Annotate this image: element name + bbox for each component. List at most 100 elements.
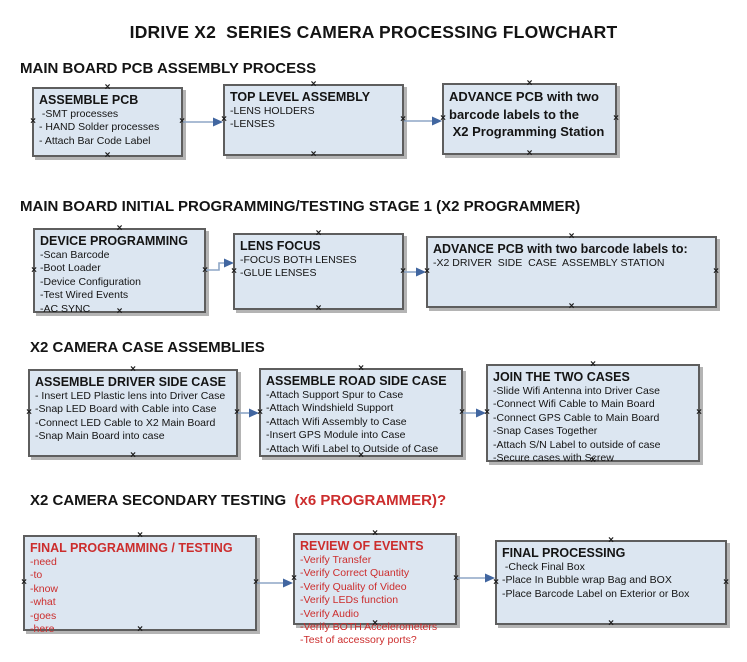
box-item: -know	[30, 582, 59, 595]
connector-x-icon: ×	[568, 301, 575, 312]
box-item: -Attach Windshield Support	[266, 402, 394, 415]
box-item: -AC SYNC	[40, 302, 91, 315]
box-item: -what	[30, 596, 56, 609]
box-item: -FOCUS BOTH LENSES	[240, 254, 357, 266]
box-item: -Verify LEDs function	[300, 594, 399, 607]
connector-x-icon: ×	[31, 264, 37, 276]
connector-x-icon: ×	[696, 407, 702, 418]
box-item: -Device Configuration	[40, 275, 141, 288]
box-item: -Test of accessory ports?	[300, 634, 417, 647]
box-title: ASSEMBLE PCB	[39, 93, 139, 107]
connector-arrow-icon	[238, 408, 259, 418]
connector-x-icon: ×	[526, 148, 533, 159]
box-title: ASSEMBLE DRIVER SIDE CASE	[35, 375, 227, 389]
connector-x-icon: ×	[26, 407, 32, 418]
section-heading-secondary-testing: X2 CAMERA SECONDARY TESTING (x6 PROGRAMM…	[30, 492, 446, 509]
box-item: -need	[30, 556, 57, 568]
flow-box-assemble-pcb: ASSEMBLE PCB -SMT processes - HAND Solde…	[30, 83, 185, 161]
box-item: -Place Barcode Label on Exterior or Box	[502, 587, 690, 600]
box-title: FINAL PROGRAMMING / TESTING	[30, 541, 233, 555]
flow-box-join-the-two-cases: JOIN THE TWO CASES -Slide Wifi Antenna i…	[484, 360, 702, 466]
box-item: -Verify Correct Quantity	[300, 567, 410, 580]
box-item: -Snap LED Board with Cable into Case	[35, 403, 217, 416]
box-title: LENS FOCUS	[240, 239, 321, 253]
connector-x-icon: ×	[723, 576, 729, 588]
box-item: -Place In Bubble wrap Bag and BOX	[502, 574, 672, 587]
box-title-line: X2 Programming Station	[449, 124, 605, 139]
box-item: -Check Final Box	[502, 561, 585, 573]
connector-x-icon: ×	[310, 149, 317, 160]
flow-box-advance-pcb-case-assembly: ADVANCE PCB with two barcode labels to: …	[424, 232, 719, 312]
flow-box-assemble-road-side-case: ASSEMBLE ROAD SIDE CASE -Attach Support …	[257, 364, 465, 461]
flow-box-assemble-driver-side-case: ASSEMBLE DRIVER SIDE CASE - Insert LED P…	[26, 365, 240, 461]
connector-x-icon: ×	[613, 113, 619, 124]
box-title-line: ADVANCE PCB with two	[449, 89, 599, 104]
box-item: -Verify Quality of Video	[300, 580, 407, 593]
connector-arrow-icon	[463, 408, 486, 418]
section-heading-black-part: X2 CAMERA SECONDARY TESTING	[30, 492, 287, 509]
flow-box-review-of-events: REVIEW OF EVENTS -Verify Transfer -Verif…	[291, 529, 459, 647]
box-item: -Connect GPS Cable to Main Board	[493, 411, 660, 424]
flow-box-final-programming-testing: FINAL PROGRAMMING / TESTING -need -to -k…	[21, 531, 259, 636]
box-title: REVIEW OF EVENTS	[300, 539, 424, 553]
box-title: ADVANCE PCB with two barcode labels to:	[433, 242, 688, 256]
box-title: TOP LEVEL ASSEMBLY	[230, 90, 371, 104]
box-item: -Test Wired Events	[40, 289, 129, 302]
box-item: -Attach Wifi Label to Outside of Case	[266, 442, 439, 455]
connector-arrow-icon	[257, 578, 293, 588]
box-item: -Verify Audio	[300, 607, 359, 620]
connector-arrow-icon	[404, 116, 442, 126]
box-item: -Boot Loader	[40, 262, 101, 275]
box-item: -SMT processes	[39, 108, 119, 120]
section-heading-initial-programming: MAIN BOARD INITIAL PROGRAMMING/TESTING S…	[20, 198, 581, 215]
connector-x-icon: ×	[713, 266, 719, 277]
connector-x-icon: ×	[30, 116, 36, 127]
section-heading-case-assemblies: X2 CAMERA CASE ASSEMBLIES	[30, 339, 265, 356]
box-title: JOIN THE TWO CASES	[493, 370, 630, 384]
box-item: -Attach Support Spur to Case	[266, 389, 404, 401]
box-item: -LENS HOLDERS	[230, 105, 315, 117]
box-item: -goes	[30, 609, 57, 622]
box-item: - Insert LED Plastic lens into Driver Ca…	[35, 390, 226, 402]
connector-x-icon: ×	[21, 577, 27, 588]
box-item: -Slide Wifi Antenna into Driver Case	[493, 385, 660, 397]
flow-box-device-programming: DEVICE PROGRAMMING -Scan Barcode -Boot L…	[31, 224, 208, 317]
box-item: -Attach S/N Label to outside of case	[493, 438, 661, 451]
box-title: ASSEMBLE ROAD SIDE CASE	[266, 374, 447, 388]
flow-box-final-processing: FINAL PROCESSING -Check Final Box -Place…	[493, 536, 729, 629]
section-heading-pcb-assembly: MAIN BOARD PCB ASSEMBLY PROCESS	[20, 60, 317, 77]
connector-x-icon: ×	[104, 150, 111, 161]
box-item: -Connect Wifi Cable to Main Board	[493, 398, 655, 411]
box-item: -Verify BOTH Accelerometers	[300, 621, 438, 634]
flow-box-top-level-assembly: TOP LEVEL ASSEMBLY -LENS HOLDERS -LENSES…	[221, 80, 406, 160]
box-item: -Attach Wifi Assembly to Case	[266, 415, 407, 428]
box-item: -Snap Cases Together	[493, 425, 598, 438]
page-title: IDRIVE X2 SERIES CAMERA PROCESSING FLOWC…	[129, 22, 618, 42]
box-item: -Secure cases with Screw	[493, 452, 614, 465]
connector-arrow-icon	[206, 258, 234, 271]
box-item: -Scan Barcode	[40, 249, 110, 261]
box-item: -to	[30, 569, 43, 582]
connector-arrow-icon	[183, 117, 223, 127]
box-title: FINAL PROCESSING	[502, 546, 626, 560]
box-item: -Connect LED Cable to X2 Main Board	[35, 416, 216, 429]
box-item: -X2 DRIVER SIDE CASE ASSEMBLY STATION	[433, 257, 665, 269]
connector-x-icon: ×	[130, 450, 136, 461]
box-item: - Attach Bar Code Label	[39, 134, 151, 147]
connector-x-icon: ×	[608, 618, 614, 629]
connector-x-icon: ×	[315, 303, 322, 314]
box-item: -here	[30, 623, 55, 636]
box-title-line: barcode labels to the	[449, 106, 580, 122]
box-title: DEVICE PROGRAMMING	[40, 234, 188, 248]
connector-arrow-icon	[457, 573, 495, 583]
box-item: -LENSES	[230, 118, 275, 131]
box-item: - HAND Solder processes	[39, 121, 160, 134]
box-item: -GLUE LENSES	[240, 267, 317, 280]
section-heading-red-part: (x6 PROGRAMMER)?	[286, 492, 447, 509]
box-item: -Verify Transfer	[300, 554, 372, 566]
connector-arrow-icon	[404, 267, 426, 277]
flow-box-advance-pcb-programming-station: ADVANCE PCB with two barcode labels to t…	[440, 79, 619, 159]
box-item: -Insert GPS Module into Case	[266, 429, 406, 442]
box-item: -Snap Main Board into case	[35, 430, 165, 443]
